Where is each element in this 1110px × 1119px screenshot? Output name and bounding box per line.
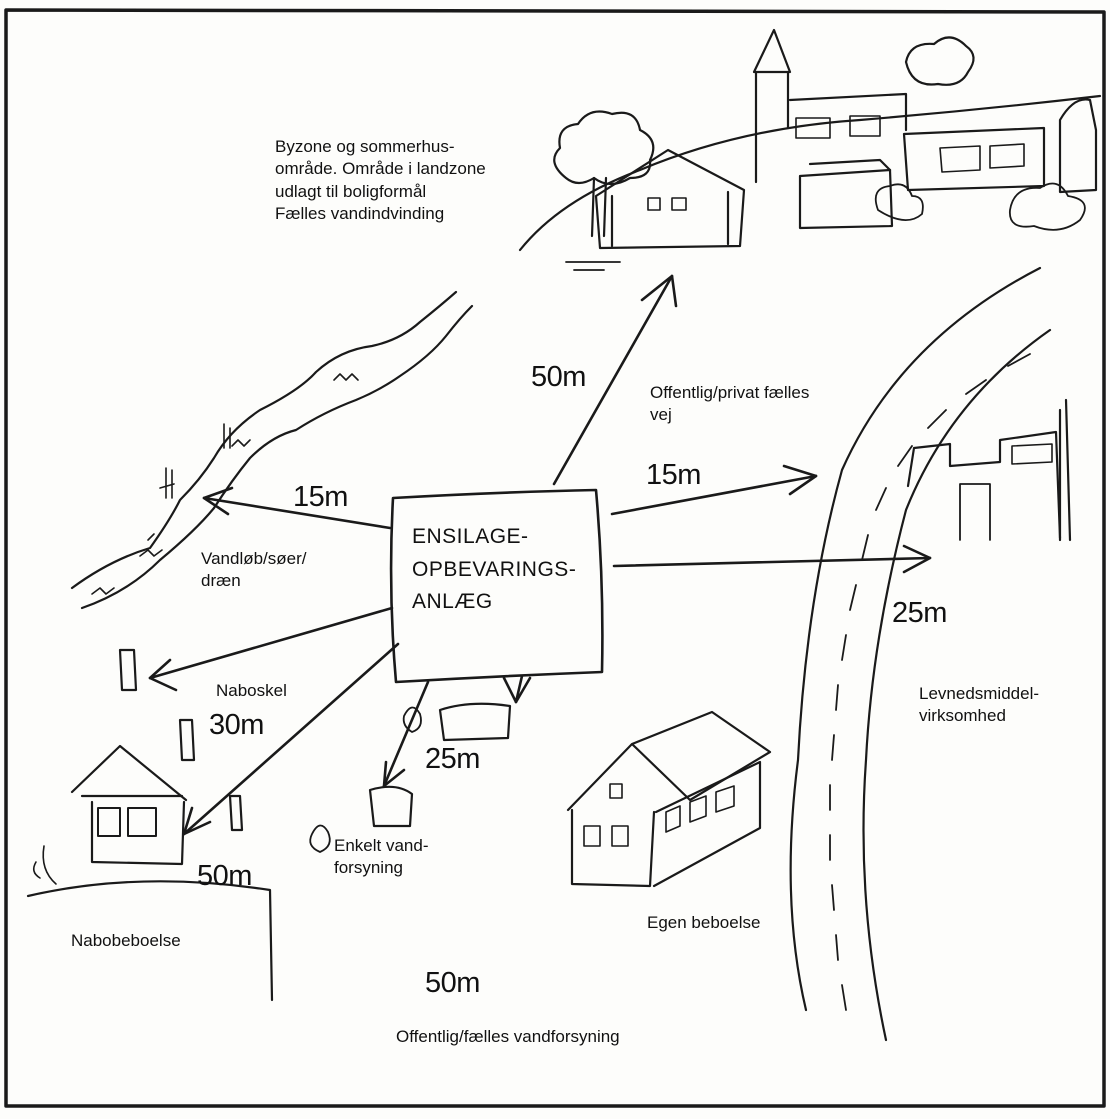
public-water-drawing (402, 702, 512, 742)
distance-road: 15m (646, 459, 701, 491)
food-business-drawing (906, 398, 1072, 542)
road-drawing (789, 266, 1052, 1042)
public-water-label: Offentlig/fælles vandforsyning (396, 1027, 620, 1046)
distance-stream: 15m (293, 481, 348, 513)
single-water-drawing (309, 785, 414, 853)
distance-public-water: 50m (425, 967, 480, 999)
distance-boundary: 30m (209, 709, 264, 741)
storage-facility-box (389, 488, 604, 684)
own-house-drawing (566, 710, 772, 888)
outer-frame (4, 8, 1106, 1108)
distance-food-business: 25m (892, 597, 947, 629)
city-drawing (518, 28, 1102, 271)
boundary-posts-drawing (118, 648, 244, 832)
distance-single-water: 25m (425, 743, 480, 775)
distance-neighbor-house: 50m (197, 860, 252, 892)
single-water-label: Enkelt vand- forsyning (334, 836, 429, 878)
stream-label: Vandløb/søer/ dræn (201, 549, 307, 591)
own-house-label: Egen beboelse (647, 913, 761, 932)
food-business-label: Levnedsmiddel- virksomhed (919, 684, 1040, 726)
distance-city: 50m (531, 361, 586, 393)
boundary-label: Naboskel (216, 681, 287, 700)
city-area-label: Byzone og sommerhus- område. Område i la… (275, 137, 486, 224)
distance-arrows (148, 274, 932, 836)
stream-drawing (70, 290, 474, 610)
road-label: Offentlig/privat fælles vej (650, 383, 810, 425)
storage-facility-label: ENSILAGE- OPBEVARINGS- ANLÆG (412, 525, 577, 614)
neighbor-house-label: Nabobeboelse (71, 931, 181, 950)
